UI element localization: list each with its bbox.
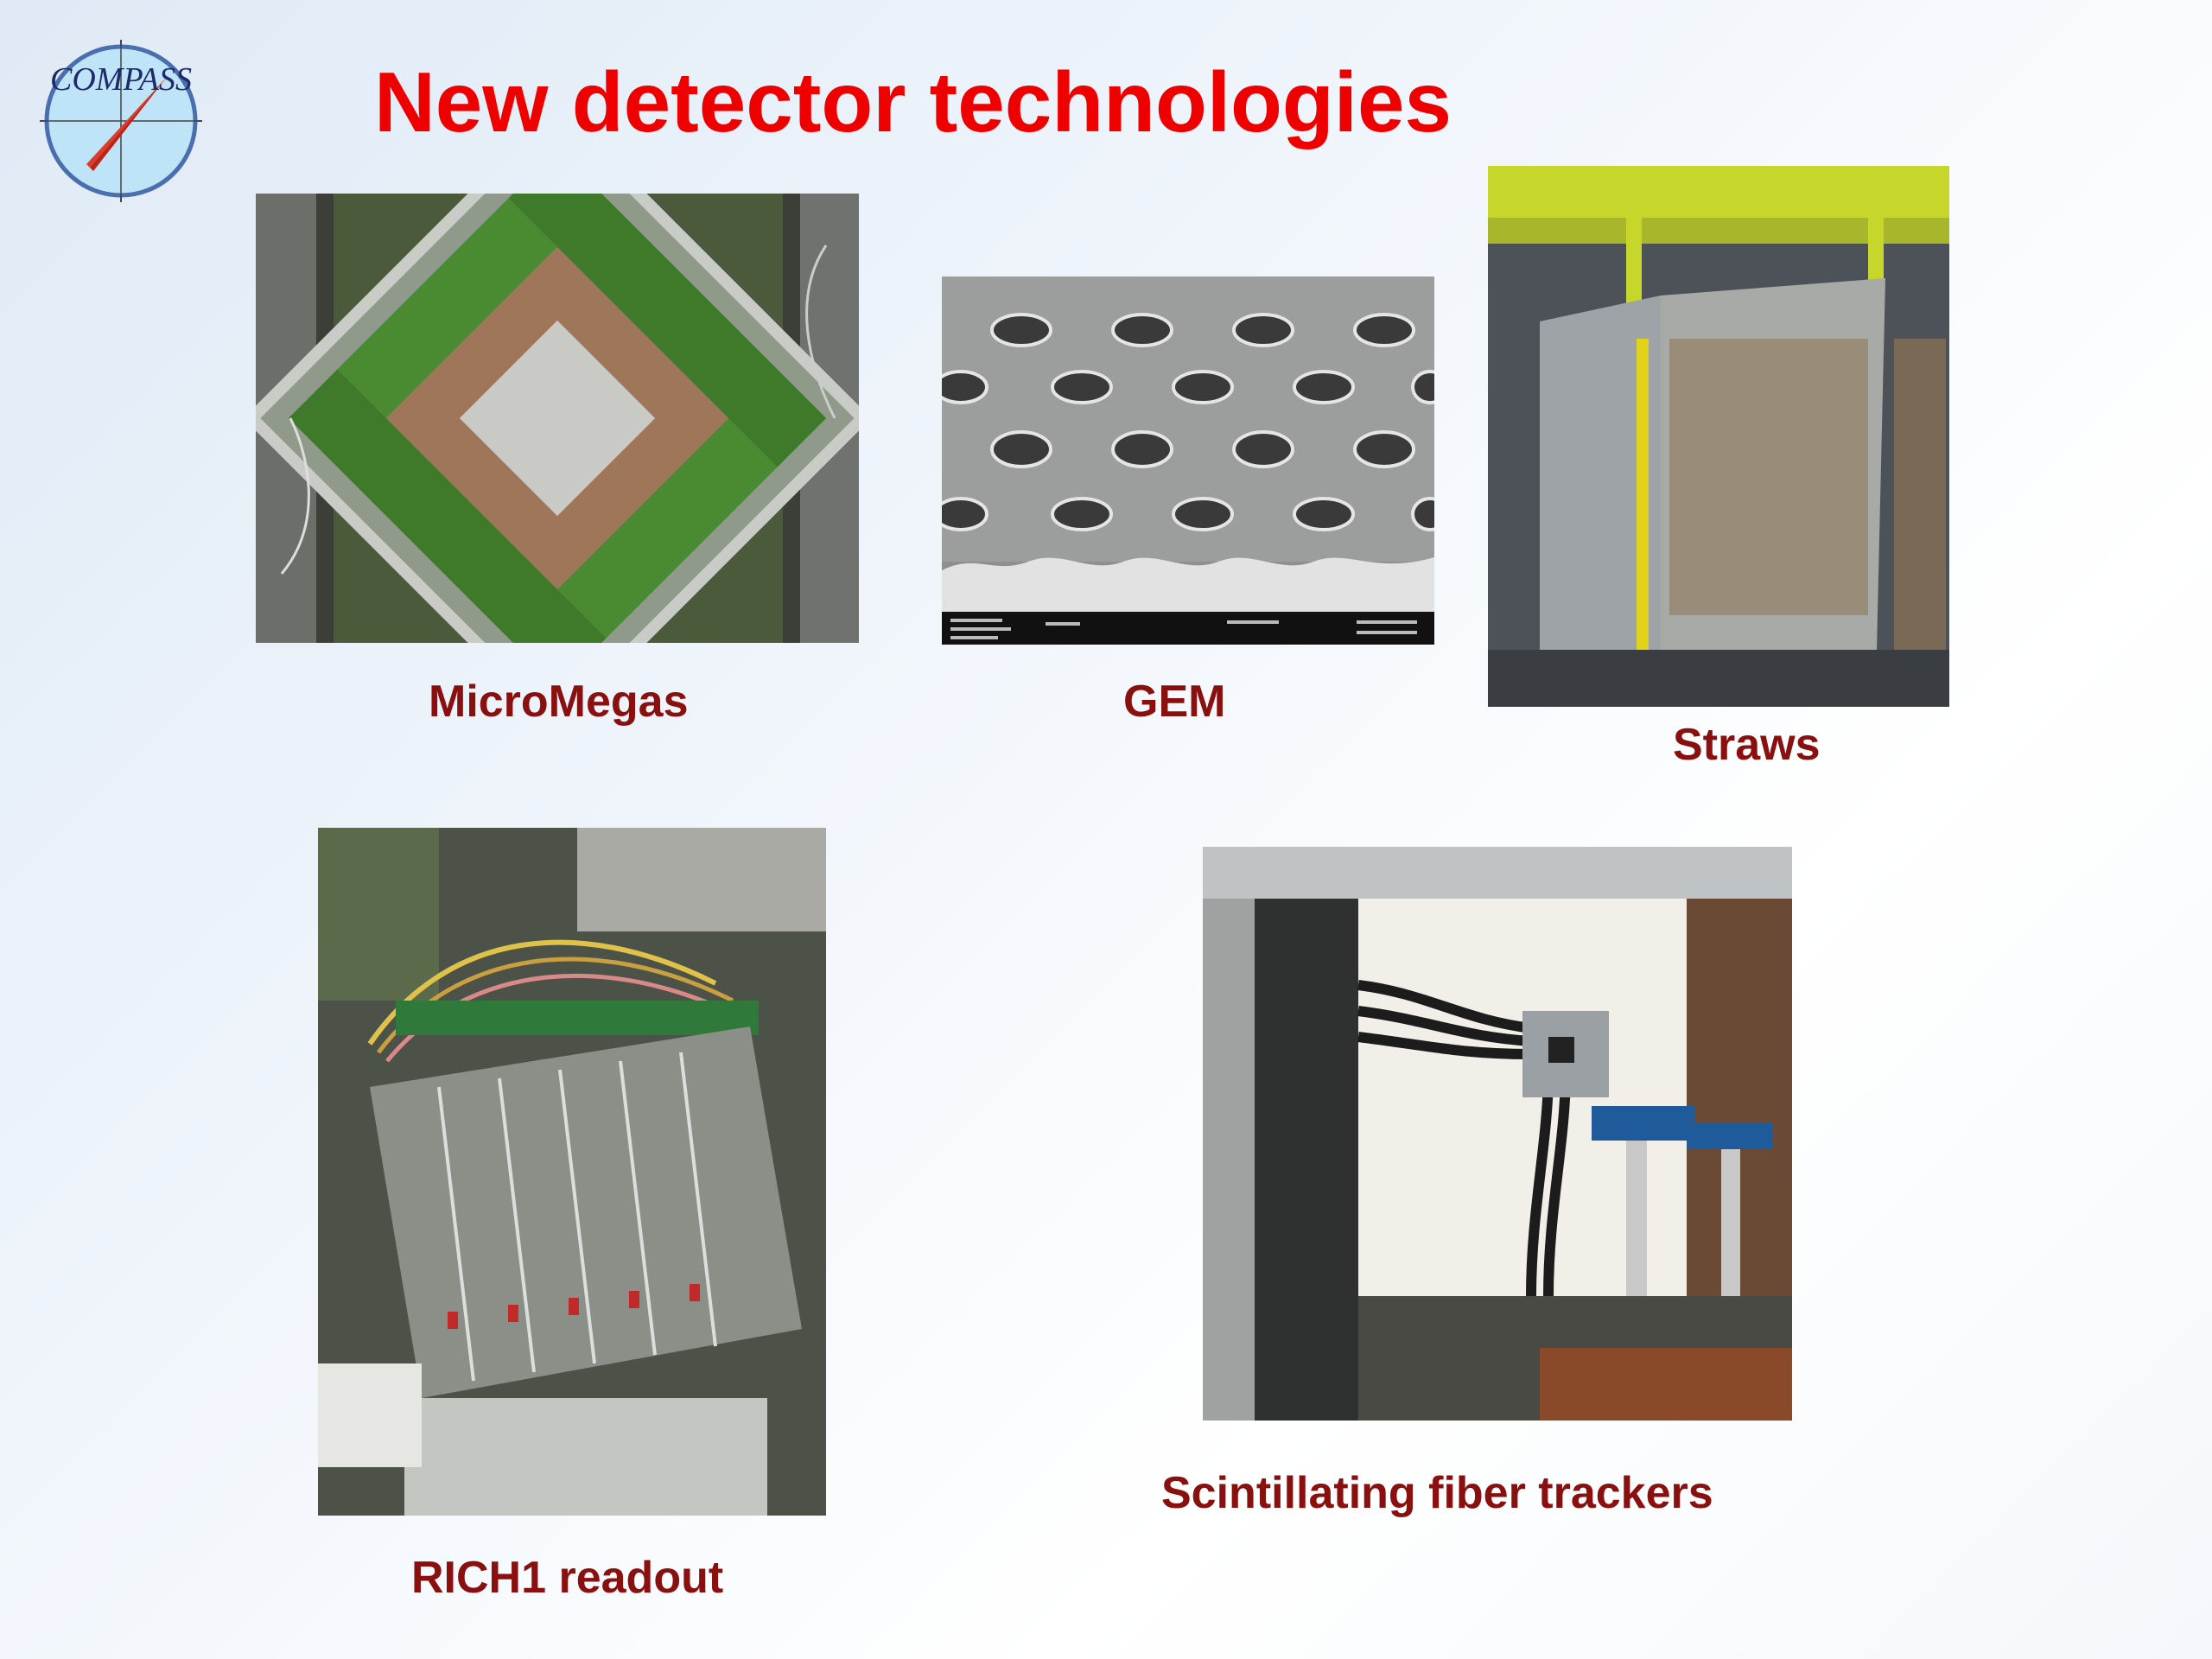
straws-photo — [1488, 166, 1949, 707]
straws-caption: Straws — [1673, 720, 1821, 770]
micromegas-caption: MicroMegas — [429, 677, 689, 727]
gem-caption: GEM — [1123, 677, 1226, 727]
rich1-readout-photo — [318, 828, 826, 1516]
rich1-readout-caption: RICH1 readout — [411, 1553, 724, 1603]
scintillating-fiber-trackers-photo — [1203, 847, 1792, 1421]
micromegas-photo — [256, 194, 859, 643]
compass-logo: COMPASS — [38, 38, 204, 204]
slide-title: New detector technologies — [374, 54, 1452, 149]
gem-photo — [942, 276, 1434, 645]
logo-text: COMPASS — [50, 61, 192, 98]
scintillating-fiber-trackers-caption: Scintillating fiber trackers — [1161, 1468, 1713, 1518]
